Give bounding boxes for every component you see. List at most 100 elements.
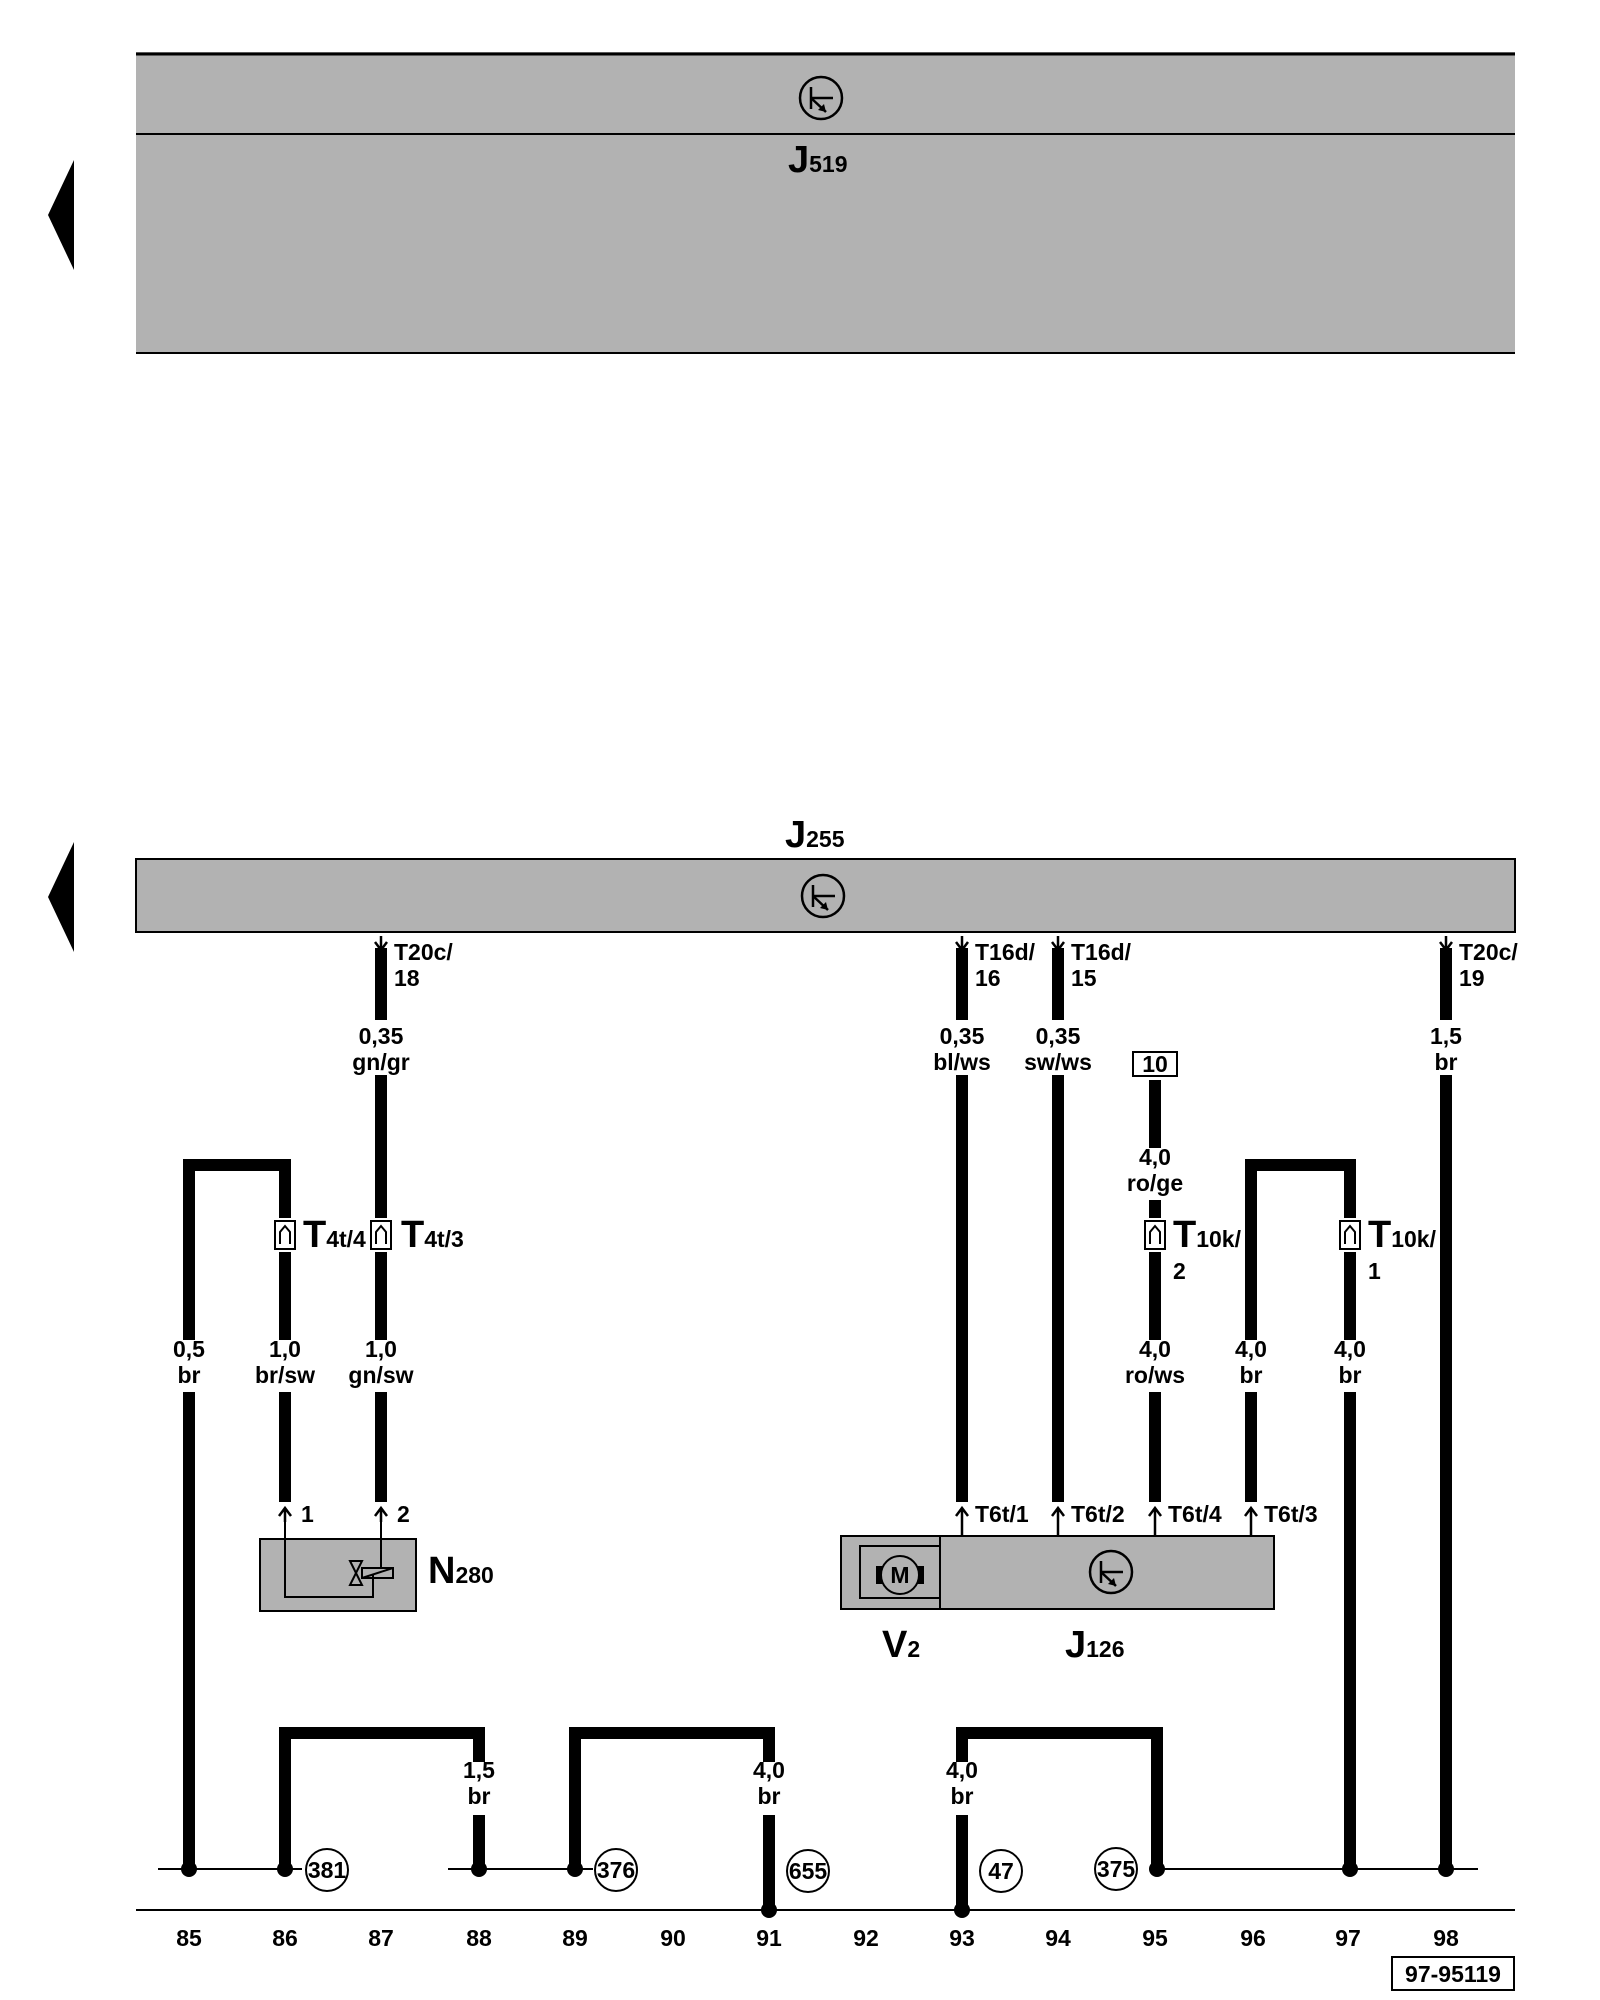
track-number: 93 bbox=[949, 1925, 975, 1951]
ground-point: 655 bbox=[786, 1849, 830, 1893]
electronic-module-icon bbox=[800, 873, 846, 919]
svg-text:N280: N280 bbox=[428, 1550, 494, 1592]
wire-color: br bbox=[951, 1783, 974, 1809]
connector-icon bbox=[1144, 1220, 1166, 1250]
j255-sub-label: 255 bbox=[806, 826, 845, 852]
svg-text:T4t/3: T4t/3 bbox=[401, 1214, 464, 1256]
wire-color: br bbox=[1435, 1049, 1458, 1075]
v2-sub-label: 2 bbox=[907, 1636, 920, 1662]
n280-valve: 1 2 N280 bbox=[259, 1501, 494, 1612]
wire-size: 0,35 bbox=[359, 1023, 404, 1049]
ground-point: 381 bbox=[305, 1848, 349, 1892]
ground-point: 375 bbox=[1094, 1847, 1138, 1891]
wire-color: br bbox=[178, 1362, 201, 1388]
ground-point-label: 47 bbox=[988, 1858, 1014, 1884]
ground-points: 381 376 655 47 375 bbox=[305, 1847, 1138, 1893]
track-number: 92 bbox=[853, 1925, 879, 1951]
solenoid-valve-icon bbox=[284, 1522, 394, 1598]
svg-text:T4t/4: T4t/4 bbox=[303, 1214, 366, 1256]
wire-color: br/sw bbox=[255, 1362, 315, 1388]
n280-pin-label: 2 bbox=[397, 1501, 410, 1527]
track-numbers: 85 86 87 88 89 90 91 92 93 94 95 96 97 9… bbox=[176, 1925, 1459, 1951]
connector-icon bbox=[1339, 1220, 1361, 1250]
j255-module: J255 bbox=[135, 814, 1516, 933]
wire-color: gn/gr bbox=[352, 1049, 410, 1075]
wire-size: 0,35 bbox=[940, 1023, 985, 1049]
track-number: 98 bbox=[1433, 1925, 1459, 1951]
ground-point: 376 bbox=[594, 1848, 638, 1892]
motor-label: M bbox=[890, 1562, 909, 1588]
connector-t10k1-sub: 10k/ bbox=[1391, 1226, 1436, 1252]
fan-motor-icon: M bbox=[859, 1545, 941, 1599]
wire-color: ro/ws bbox=[1125, 1362, 1185, 1388]
j519-sub-label: 519 bbox=[809, 151, 847, 177]
pin-arrows-top bbox=[374, 936, 1453, 953]
top-pin-labels: T20c/ 18 T16d/ 16 T16d/ 15 T20c/ 19 bbox=[394, 939, 1518, 991]
track-number: 87 bbox=[368, 1925, 394, 1951]
j255-label: J bbox=[785, 814, 806, 856]
svg-text:T10k/: T10k/ bbox=[1173, 1214, 1242, 1256]
left-arrow-icon[interactable] bbox=[48, 160, 74, 270]
v2-label: V bbox=[882, 1624, 908, 1666]
wire-size: 4,0 bbox=[1334, 1336, 1366, 1362]
n280-label: N bbox=[428, 1550, 455, 1592]
pin-label: T16d/ bbox=[975, 939, 1036, 965]
j126-pin-label: T6t/2 bbox=[1071, 1501, 1125, 1527]
connector-t10k1-label: T bbox=[1368, 1214, 1391, 1256]
ground-point-label: 655 bbox=[789, 1858, 828, 1884]
connector-t4t3-label: T bbox=[401, 1214, 424, 1256]
j519-module: J519 bbox=[136, 52, 1515, 354]
reference-box: 10 bbox=[1132, 1051, 1178, 1077]
reference-box-label: 10 bbox=[1142, 1051, 1168, 1077]
left-arrow-icon[interactable] bbox=[48, 842, 74, 952]
connector-symbols bbox=[274, 1220, 1361, 1250]
track-number: 97 bbox=[1335, 1925, 1361, 1951]
wire-color: bl/ws bbox=[933, 1049, 991, 1075]
wire-size: 4,0 bbox=[1235, 1336, 1267, 1362]
wire-br-loop bbox=[956, 1727, 1163, 1869]
track-number: 88 bbox=[466, 1925, 492, 1951]
n280-pin-label: 1 bbox=[301, 1501, 314, 1527]
electronic-module-icon bbox=[1088, 1549, 1134, 1595]
wire-color: sw/ws bbox=[1024, 1049, 1092, 1075]
track-number: 96 bbox=[1240, 1925, 1266, 1951]
pin-label: T16d/ bbox=[1071, 939, 1132, 965]
wire-color: br bbox=[468, 1783, 491, 1809]
wire-size: 0,5 bbox=[173, 1336, 205, 1362]
electronic-module-icon bbox=[798, 75, 844, 121]
wire-bundle bbox=[183, 948, 1452, 1910]
wire-color: gn/sw bbox=[348, 1362, 413, 1388]
wire-size: 1,0 bbox=[365, 1336, 397, 1362]
j126-label: J bbox=[1065, 1624, 1086, 1666]
pin-label: 19 bbox=[1459, 965, 1485, 991]
pin-label: 15 bbox=[1071, 965, 1097, 991]
junction-dots bbox=[181, 1861, 1454, 1918]
wire-size: 4,0 bbox=[1139, 1336, 1171, 1362]
wire-color: br bbox=[758, 1783, 781, 1809]
ground-point-label: 375 bbox=[1097, 1856, 1136, 1882]
j126-pin-label: T6t/1 bbox=[975, 1501, 1029, 1527]
connector-t10k2-label: T bbox=[1173, 1214, 1196, 1256]
connector-t10k2-pin: 2 bbox=[1173, 1258, 1186, 1284]
figure-id-box: 97-95119 bbox=[1391, 1956, 1515, 1991]
connector-t10k2-sub: 10k/ bbox=[1196, 1226, 1241, 1252]
wire-size: 4,0 bbox=[753, 1757, 785, 1783]
j126-fan-control: M T6t/1 T6t/2 T6t/4 T6t/3 V2 J126 bbox=[840, 1501, 1318, 1666]
wire-color: br bbox=[1240, 1362, 1263, 1388]
track-number: 86 bbox=[272, 1925, 298, 1951]
connector-t10k1-pin: 1 bbox=[1368, 1258, 1381, 1284]
connector-icon bbox=[274, 1220, 296, 1250]
wire-size: 0,35 bbox=[1036, 1023, 1081, 1049]
ground-point-label: 376 bbox=[597, 1857, 635, 1883]
wire-size: 1,0 bbox=[269, 1336, 301, 1362]
ground-point-label: 381 bbox=[308, 1857, 347, 1883]
pin-label: T20c/ bbox=[394, 939, 453, 965]
wire-br-loop bbox=[183, 1159, 291, 1340]
svg-text:V2: V2 bbox=[882, 1624, 920, 1666]
pin-label: 18 bbox=[394, 965, 420, 991]
pin-label: T20c/ bbox=[1459, 939, 1518, 965]
connector-t4t3-sub: 4t/3 bbox=[424, 1226, 464, 1252]
connector-labels: T4t/4 T4t/3 T10k/ 2 T10k/ 1 bbox=[303, 1214, 1437, 1284]
ground-point: 47 bbox=[979, 1849, 1023, 1893]
